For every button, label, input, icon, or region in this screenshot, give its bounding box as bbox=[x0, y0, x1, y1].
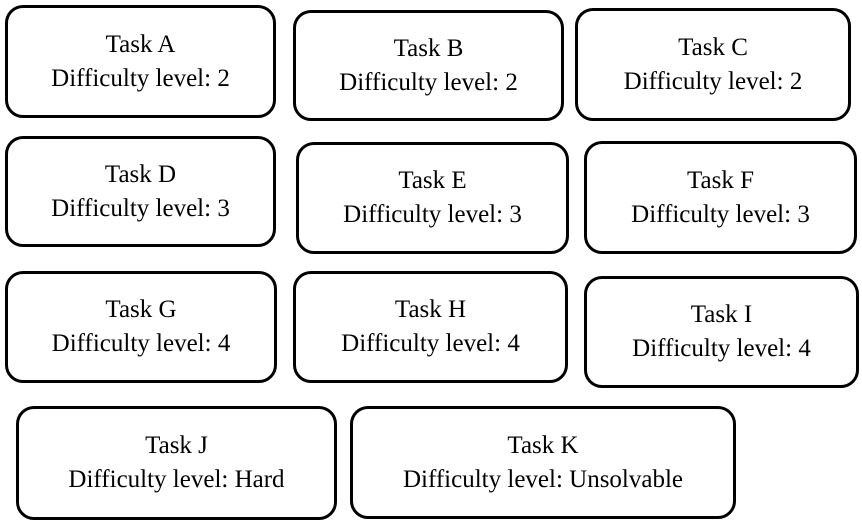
task-name: Task B bbox=[393, 34, 464, 62]
task-box-b: Task B Difficulty level: 2 bbox=[293, 10, 564, 121]
task-difficulty: Difficulty level: 4 bbox=[632, 335, 811, 362]
task-box-a: Task A Difficulty level: 2 bbox=[5, 5, 276, 118]
task-difficulty: Difficulty level: Hard bbox=[68, 466, 285, 493]
task-difficulty: Difficulty level: 3 bbox=[51, 194, 230, 222]
task-name: Task J bbox=[145, 432, 208, 459]
task-box-d: Task D Difficulty level: 3 bbox=[5, 136, 276, 247]
task-box-j: Task J Difficulty level: Hard bbox=[16, 406, 337, 520]
task-difficulty: Difficulty level: 2 bbox=[51, 64, 230, 92]
task-difficulty: Difficulty level: 3 bbox=[343, 201, 522, 228]
task-difficulty: Difficulty level: 3 bbox=[631, 200, 810, 228]
task-box-f: Task F Difficulty level: 3 bbox=[584, 141, 857, 254]
task-difficulty: Difficulty level: 4 bbox=[341, 330, 520, 357]
task-difficulty: Difficulty level: 2 bbox=[339, 68, 518, 96]
task-difficulty: Difficulty level: 2 bbox=[623, 67, 803, 95]
task-name: Task H bbox=[394, 296, 467, 323]
task-box-g: Task G Difficulty level: 4 bbox=[5, 271, 277, 383]
task-name: Task I bbox=[690, 301, 753, 328]
task-name: Task D bbox=[104, 160, 177, 188]
task-name: Task A bbox=[105, 30, 176, 58]
task-name: Task F bbox=[686, 166, 754, 194]
task-name: Task G bbox=[105, 296, 177, 323]
task-box-i: Task I Difficulty level: 4 bbox=[584, 276, 859, 388]
task-box-e: Task E Difficulty level: 3 bbox=[296, 142, 569, 254]
task-box-c: Task C Difficulty level: 2 bbox=[575, 8, 851, 121]
task-box-k: Task K Difficulty level: Unsolvable bbox=[350, 406, 736, 519]
task-name: Task K bbox=[507, 431, 579, 459]
task-name: Task C bbox=[678, 33, 748, 61]
task-difficulty: Difficulty level: 4 bbox=[51, 330, 231, 357]
task-box-h: Task H Difficulty level: 4 bbox=[293, 271, 568, 383]
task-name: Task E bbox=[398, 167, 467, 194]
task-difficulty: Difficulty level: Unsolvable bbox=[402, 465, 684, 493]
